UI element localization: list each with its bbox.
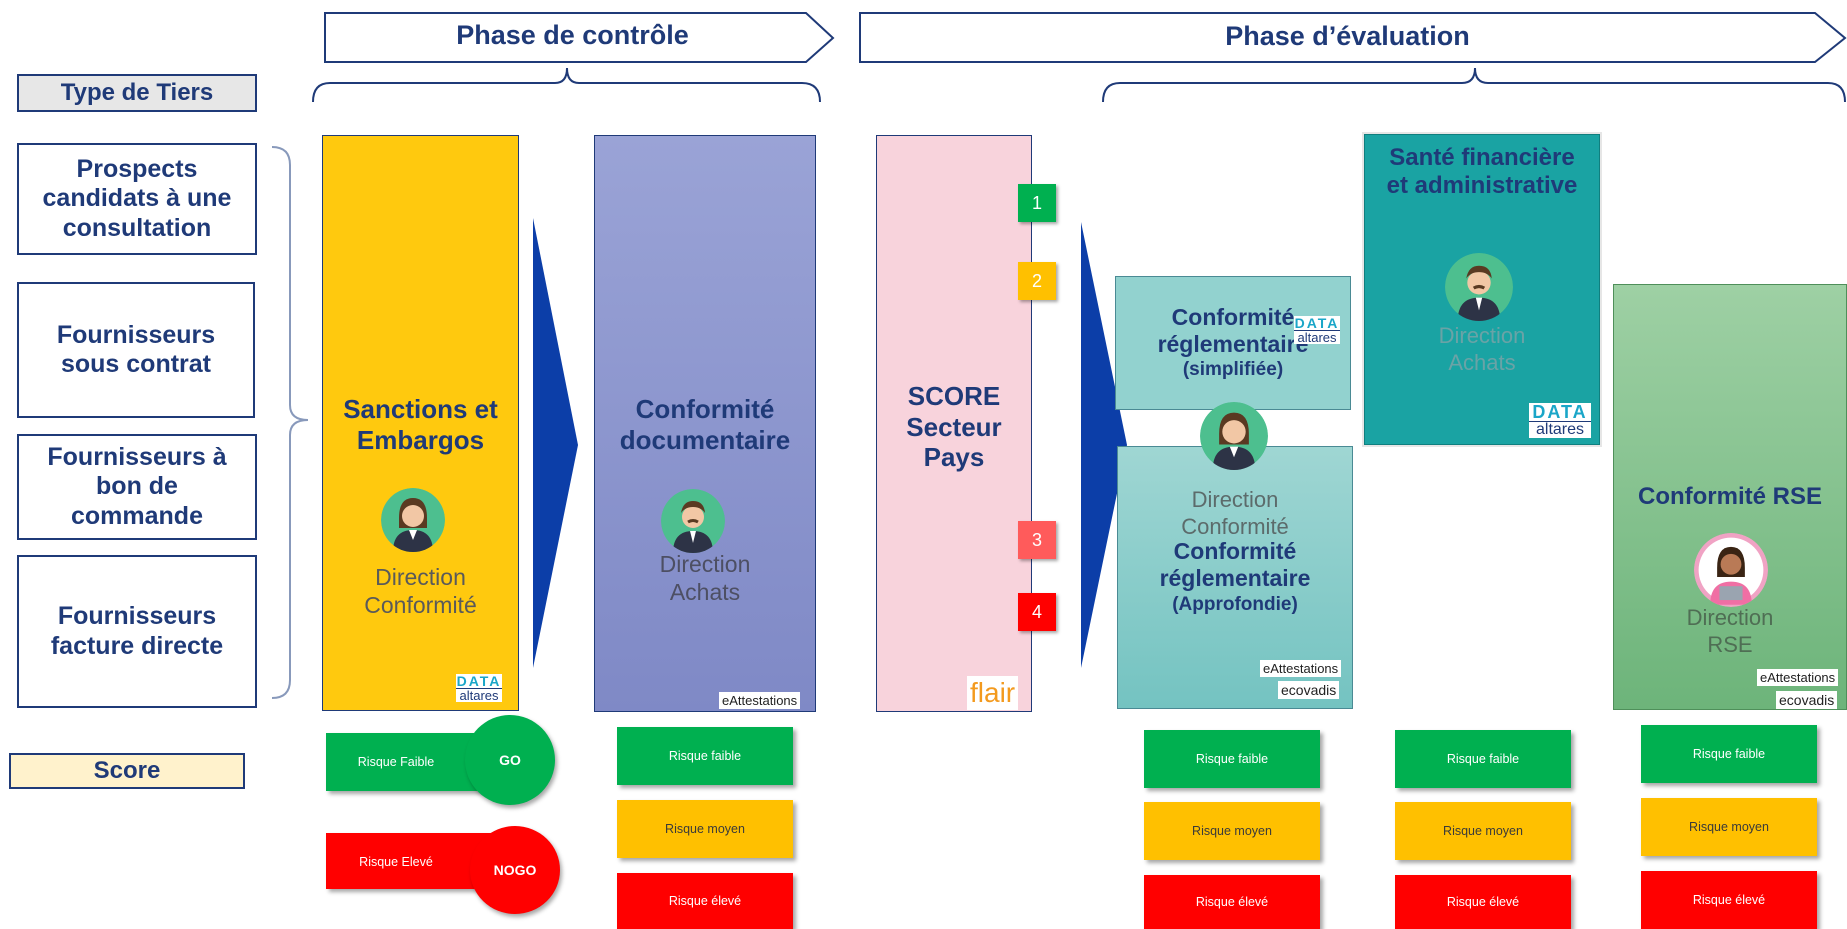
score-level-1: 1 <box>1018 184 1056 222</box>
tier-bon-de-commande: Fournisseurs à bon de commande <box>17 434 257 540</box>
sante-title: Santé financière et administrative <box>1386 144 1578 200</box>
score-level-2: 2 <box>1018 262 1056 300</box>
reglementaire-risque-moyen: Risque moyen <box>1144 802 1320 860</box>
reglementaire-risque-faible: Risque faible <box>1144 730 1320 788</box>
eattestations-logo: eAttestations <box>1260 660 1342 677</box>
score-level-4: 4 <box>1018 593 1056 631</box>
rse-title: Conformité RSE <box>1637 483 1822 510</box>
eattestations-logo: eAttestations <box>719 692 801 709</box>
conformite-documentaire-block: Conformité documentaire Direction Achats… <box>594 135 816 712</box>
conformite-approfondie-block: Direction Conformité Conformité réglemen… <box>1117 446 1353 709</box>
flair-logo: flair <box>967 676 1019 710</box>
rse-risque-moyen: Risque moyen <box>1641 798 1817 856</box>
documentaire-title: Conformité documentaire <box>619 394 791 455</box>
rse-risque-eleve: Risque élevé <box>1641 871 1817 929</box>
go-circle: GO <box>465 715 555 805</box>
sante-risque-faible: Risque faible <box>1395 730 1571 788</box>
tier-facture-directe: Fournisseurs facture directe <box>17 555 257 708</box>
simplifiee-subtitle: (simplifiée) <box>1182 359 1284 380</box>
score-level-3: 3 <box>1018 521 1056 559</box>
control-phase-brace <box>312 67 821 103</box>
control-flow-arrow <box>533 218 578 668</box>
approfondie-direction: Direction Conformité <box>1181 487 1289 539</box>
man-avatar-icon <box>661 489 725 553</box>
score-pays-title: SCORE Secteur Pays <box>906 381 1002 473</box>
conformite-simplifiee-block: Conformité réglementaire (simplifiée) DA… <box>1115 276 1351 410</box>
approfondie-subtitle: (Approfondie) <box>1172 594 1298 615</box>
conformite-rse-block: Conformité RSE Direction RSE eAttestatio… <box>1613 284 1847 710</box>
control-phase-arrow <box>324 12 835 63</box>
tiers-brace <box>271 146 309 699</box>
type-de-tiers-label: Type de Tiers <box>17 74 257 112</box>
documentaire-risque-faible: Risque faible <box>617 727 793 785</box>
rse-risque-faible: Risque faible <box>1641 725 1817 783</box>
sante-risque-eleve: Risque élevé <box>1395 875 1571 929</box>
sante-financiere-block: Santé financière et administrative Direc… <box>1362 132 1602 447</box>
tier-sous-contrat: Fournisseurs sous contrat <box>17 282 255 418</box>
evaluation-flow-arrow <box>1081 222 1127 668</box>
sanctions-direction: Direction Conformité <box>364 564 477 619</box>
score-label: Score <box>9 753 245 789</box>
sanctions-title: Sanctions et Embargos <box>343 394 498 455</box>
ecovadis-logo: ecovadis <box>1278 681 1340 699</box>
evaluation-phase-arrow <box>859 12 1847 63</box>
nogo-circle: NOGO <box>470 826 560 914</box>
phase-evaluation-label: Phase d’évaluation <box>1225 21 1470 51</box>
evaluation-phase-brace <box>1102 67 1846 103</box>
woman-avatar-icon <box>381 488 445 552</box>
sante-risque-moyen: Risque moyen <box>1395 802 1571 860</box>
sante-direction: Direction Achats <box>1438 323 1526 375</box>
tier-prospects: Prospects candidats à une consultation <box>17 143 257 255</box>
woman-avatar-icon <box>1200 402 1268 470</box>
ecovadis-logo: ecovadis <box>1776 691 1838 709</box>
simplifiee-title: Conformité réglementaire <box>1157 304 1309 358</box>
eattestations-logo: eAttestations <box>1757 669 1839 686</box>
sanctions-embargos-block: Sanctions et Embargos Direction Conformi… <box>322 135 519 711</box>
score-secteur-pays-block: SCORE Secteur Pays flair <box>876 135 1032 712</box>
documentaire-risque-moyen: Risque moyen <box>617 800 793 858</box>
documentaire-risque-eleve: Risque élevé <box>617 873 793 929</box>
documentaire-direction: Direction Achats <box>659 551 751 606</box>
woman-laptop-avatar-icon <box>1694 533 1768 607</box>
approfondie-title: Conformité réglementaire <box>1159 538 1311 592</box>
rse-direction: Direction RSE <box>1686 605 1774 657</box>
phase-control-label: Phase de contrôle <box>456 20 689 50</box>
man-avatar-icon <box>1445 253 1513 321</box>
reglementaire-risque-eleve: Risque élevé <box>1144 875 1320 929</box>
